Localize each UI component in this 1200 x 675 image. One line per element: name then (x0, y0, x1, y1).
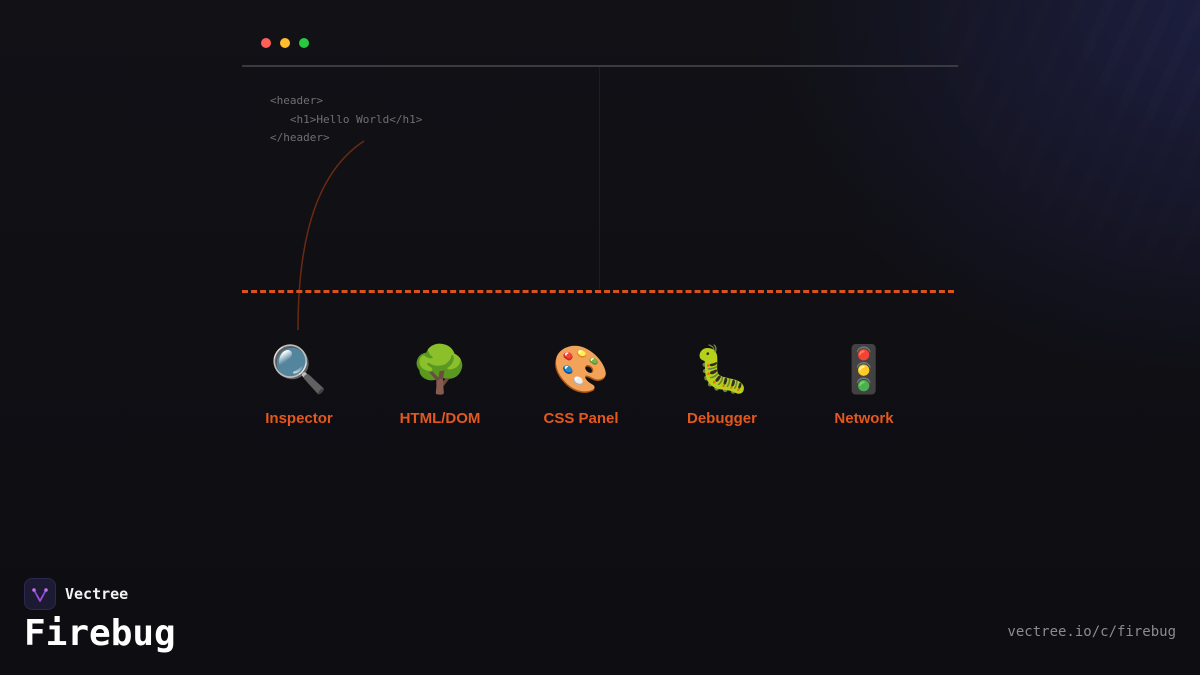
code-line: <h1>Hello World</h1> (270, 112, 423, 126)
brand-name: Vectree (65, 585, 129, 603)
tool-label: Debugger (686, 410, 757, 427)
brand[interactable]: Vectree (24, 577, 128, 611)
code-line: <header> (270, 94, 323, 107)
tool-label: CSS Panel (543, 410, 619, 427)
tool-label: Network (834, 410, 894, 427)
tree-icon: 🌳 (411, 342, 469, 396)
tool-network[interactable]: 🚦 Network (793, 338, 935, 427)
minimize-dot-icon (280, 38, 290, 48)
tool-css-panel[interactable]: 🎨 CSS Panel (510, 338, 652, 427)
vectree-logo-icon (24, 578, 56, 610)
palette-icon: 🎨 (552, 342, 610, 396)
titlebar-divider (242, 65, 958, 67)
tool-debugger[interactable]: 🐛 Debugger (651, 338, 793, 427)
browser-window-illustration: <header> <h1>Hello World</h1> </header> (242, 20, 958, 300)
traffic-light-icon: 🚦 (835, 342, 893, 396)
tool-html-dom[interactable]: 🌳 HTML/DOM (369, 338, 511, 427)
magnifier-icon: 🔍 (270, 342, 328, 396)
close-dot-icon (261, 38, 271, 48)
code-snippet: <header> <h1>Hello World</h1> </header> (270, 92, 422, 148)
panel-split-divider (599, 67, 600, 289)
dashed-divider (242, 290, 954, 293)
maximize-dot-icon (299, 38, 309, 48)
tool-list: 🔍 Inspector 🌳 HTML/DOM 🎨 CSS Panel 🐛 Deb… (228, 338, 948, 438)
bug-icon: 🐛 (693, 342, 751, 396)
tool-label: Inspector (265, 410, 333, 427)
tool-label: HTML/DOM (399, 410, 481, 427)
code-line: </header> (270, 131, 330, 144)
tool-inspector[interactable]: 🔍 Inspector (228, 338, 370, 427)
page-url[interactable]: vectree.io/c/firebug (1007, 624, 1176, 640)
page-title: Firebug (24, 613, 176, 654)
